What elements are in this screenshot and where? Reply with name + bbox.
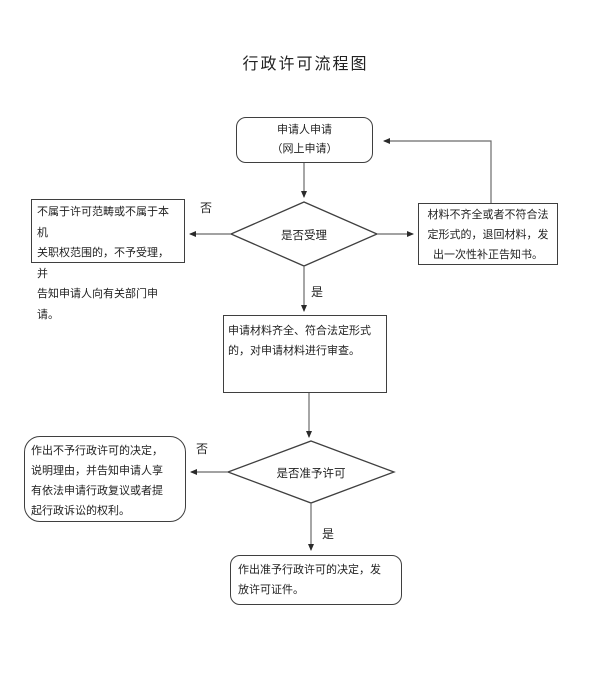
node-grant: 作出准予行政许可的决定，发 放许可证件。 [230, 555, 402, 605]
node-accept-decision-label: 是否受理 [281, 230, 327, 242]
arrow-supplement-to-start [383, 138, 492, 203]
node-not-accepted: 不属于许可范畴或不属于本机 关职权范围的，不予受理，并 告知申请人向有关部门申请… [31, 199, 185, 321]
node-deny: 作出不予行政许可的决定， 说明理由，并告知申请人享 有依法申请行政复议或者提 起… [24, 436, 186, 522]
edge-label-grant-no: 否 [196, 442, 209, 456]
flowchart-title: 行政许可流程图 [242, 56, 369, 73]
edge-label-accept-yes: 是 [311, 285, 324, 299]
node-supplement: 材料不齐全或者不符合法 定形式的，退回材料，发 出一次性补正告知书。 [418, 203, 558, 265]
node-review: 申请材料齐全、符合法定形式 的，对申请材料进行审查。 [223, 315, 387, 393]
node-grant-decision-label: 是否准予许可 [276, 468, 346, 480]
edge-label-grant-yes: 是 [322, 527, 335, 541]
node-start: 申请人申请 （网上申请） [236, 117, 373, 163]
edge-label-accept-no: 否 [200, 201, 213, 215]
